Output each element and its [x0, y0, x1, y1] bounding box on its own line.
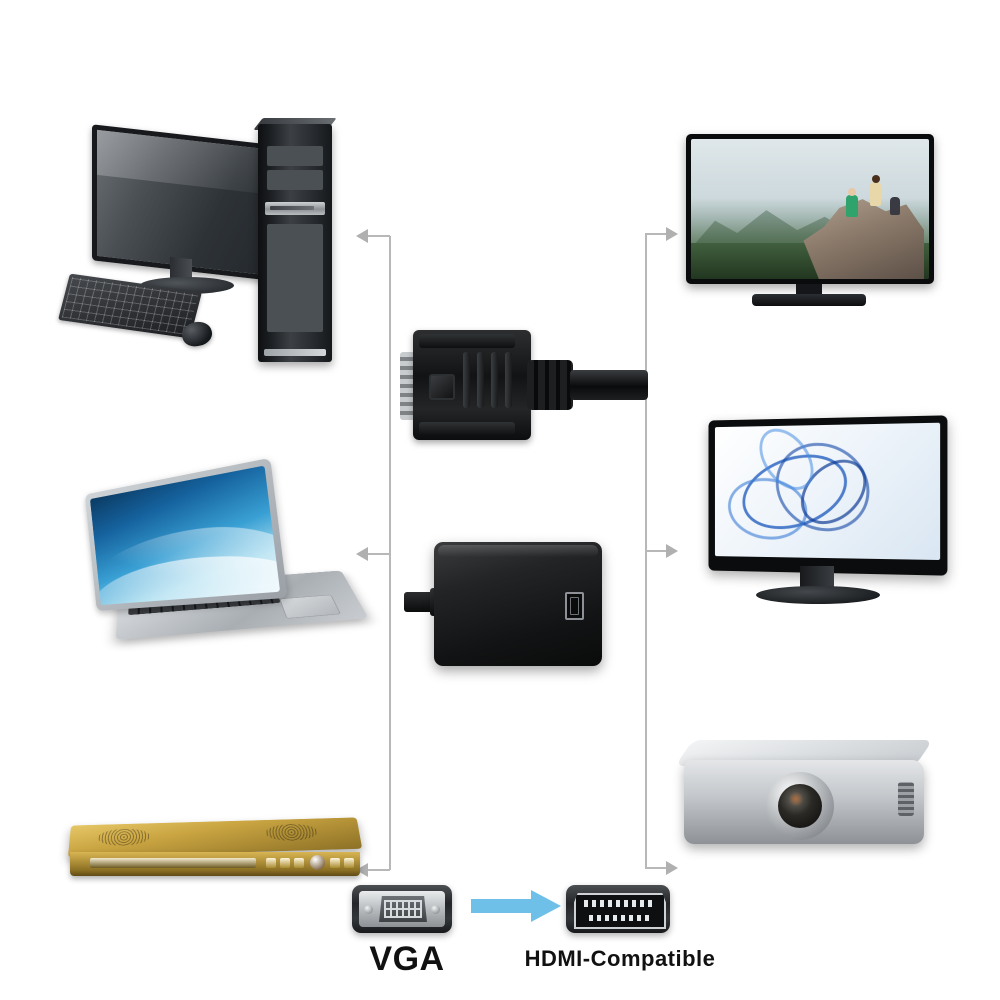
- tower-panel-lower: [267, 224, 323, 332]
- lcd-bezel: [708, 415, 948, 576]
- tv-screen: [691, 139, 929, 279]
- dvd-front-panel: [70, 852, 360, 876]
- left-branch-top: [368, 235, 390, 237]
- arrow-to-desktop-icon: [356, 229, 368, 243]
- cable-rib-4: [505, 352, 512, 408]
- optical-drive-bay: [265, 202, 325, 215]
- cable-rib-2: [477, 352, 484, 408]
- cable-connector-shell: [413, 330, 531, 440]
- cable-emboss-square: [429, 374, 455, 400]
- tower-base-trim: [264, 349, 326, 356]
- tv-image-person-2: [870, 175, 882, 207]
- left-branch-bottom: [368, 869, 390, 871]
- adapter-body: [434, 542, 602, 666]
- vga-label: VGA: [369, 940, 445, 978]
- hdmi-connector-icon: [566, 885, 670, 933]
- tv-bezel: [686, 134, 934, 284]
- dvd-button-2: [280, 858, 290, 868]
- vga-screw-left: [364, 905, 373, 914]
- dvd-speaker-grille-left: [97, 828, 151, 847]
- tv-image-person-3: [890, 196, 901, 215]
- right-branch-top: [645, 233, 667, 235]
- dvd-button-3: [294, 858, 304, 868]
- tv-image-rock: [803, 199, 925, 279]
- lcd-screen: [714, 422, 941, 561]
- adapter-highlight: [438, 545, 598, 557]
- cable-lead: [570, 370, 648, 400]
- hdmi-pins-top: [584, 900, 656, 907]
- arrow-to-laptop-icon: [356, 547, 368, 561]
- dvd-button-1: [266, 858, 276, 868]
- laptop-lid: [84, 457, 288, 611]
- cable-strain-relief: [527, 360, 573, 410]
- projector-vent: [898, 782, 914, 816]
- arrow-to-projector-icon: [666, 861, 678, 875]
- right-branch-mid: [645, 550, 667, 552]
- left-branch-mid: [368, 553, 390, 555]
- dvd-power-knob: [310, 855, 325, 870]
- cable-rib-1: [463, 352, 470, 408]
- projector-lens-highlight: [788, 792, 804, 806]
- arrow-to-tv-icon: [666, 227, 678, 241]
- dvd-button-5: [344, 858, 354, 868]
- tv-image-person-1: [845, 188, 858, 218]
- laptop-touchpad: [279, 594, 342, 619]
- hdmi-label: HDMI-Compatible: [524, 946, 716, 971]
- conversion-arrow-head: [531, 890, 561, 922]
- vga-pins: [384, 900, 422, 918]
- hdmi-pins-bottom: [589, 915, 651, 921]
- cable-rib-3: [491, 352, 498, 408]
- left-bus-line: [389, 236, 391, 870]
- vga-screw-right: [431, 905, 440, 914]
- adapter-hdmi-port: [565, 592, 584, 620]
- right-branch-bottom: [645, 867, 667, 869]
- hdmi-connector-face: [574, 893, 666, 929]
- dvd-button-4: [330, 858, 340, 868]
- tower-panel-upper2: [267, 170, 323, 190]
- tv-stand-base: [752, 294, 866, 306]
- dvd-speaker-grille-right: [264, 823, 319, 842]
- conversion-arrow-body: [471, 899, 543, 913]
- vga-connector-face: [359, 891, 445, 927]
- laptop-screen: [89, 465, 281, 606]
- cable-top-ear: [419, 334, 515, 348]
- dvd-disc-tray: [90, 858, 256, 868]
- tower-panel-upper: [267, 146, 323, 166]
- vga-connector-icon: [352, 885, 452, 933]
- cable-bottom-ear: [419, 422, 515, 436]
- pc-tower: [258, 124, 332, 362]
- projector-lens: [778, 784, 822, 828]
- lcd-stand-base: [756, 586, 880, 604]
- vga-dsub-shell: [379, 896, 427, 922]
- arrow-to-monitor-icon: [666, 544, 678, 558]
